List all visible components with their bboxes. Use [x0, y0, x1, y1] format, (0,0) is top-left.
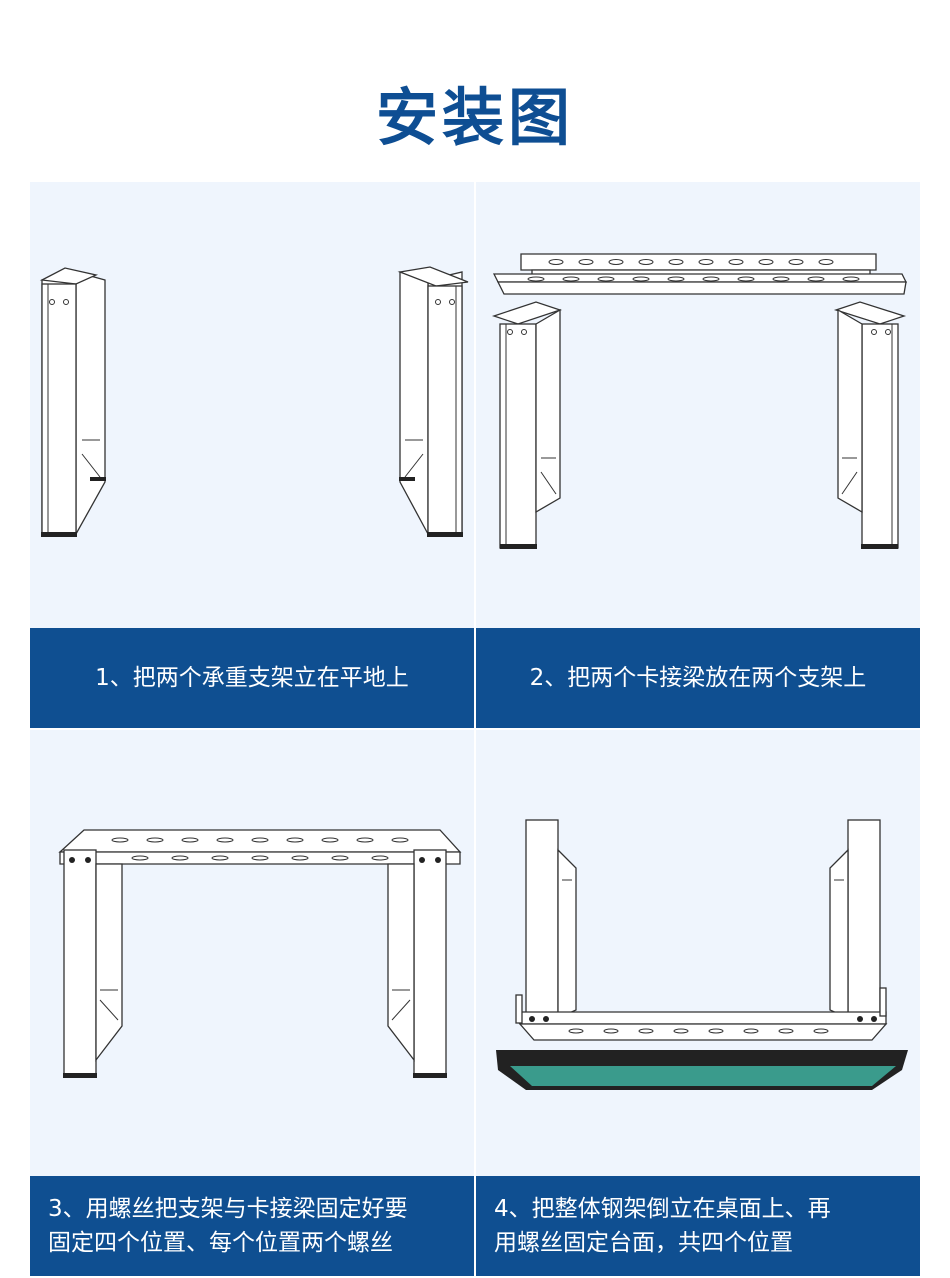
right-stand-drawing: [397, 266, 469, 537]
step-3-caption: 3、用螺丝把支架与卡接梁固定好要 固定四个位置、每个位置两个螺丝: [30, 1176, 474, 1276]
step-4-illustration: [476, 730, 920, 1176]
assembled-frame-drawing: [58, 829, 462, 1078]
tabletop-drawing: [496, 1050, 908, 1090]
step-3-illustration: [30, 730, 474, 1176]
left-stand-drawing: [39, 267, 106, 537]
inverted-frame-drawing: [515, 819, 888, 1041]
step-2-caption: 2、把两个卡接梁放在两个支架上: [476, 628, 920, 728]
step-4-caption: 4、把整体钢架倒立在桌面上、再 用螺丝固定台面，共四个位置: [476, 1176, 920, 1276]
beam-drawing: [492, 253, 908, 295]
step-1-caption: 1、把两个承重支架立在平地上: [30, 628, 474, 728]
step-1-illustration: [30, 182, 474, 628]
left-stand-drawing: [491, 301, 563, 549]
right-stand-drawing: [833, 301, 907, 549]
page-title: 安装图: [375, 81, 574, 154]
step-2-illustration: [476, 182, 920, 628]
